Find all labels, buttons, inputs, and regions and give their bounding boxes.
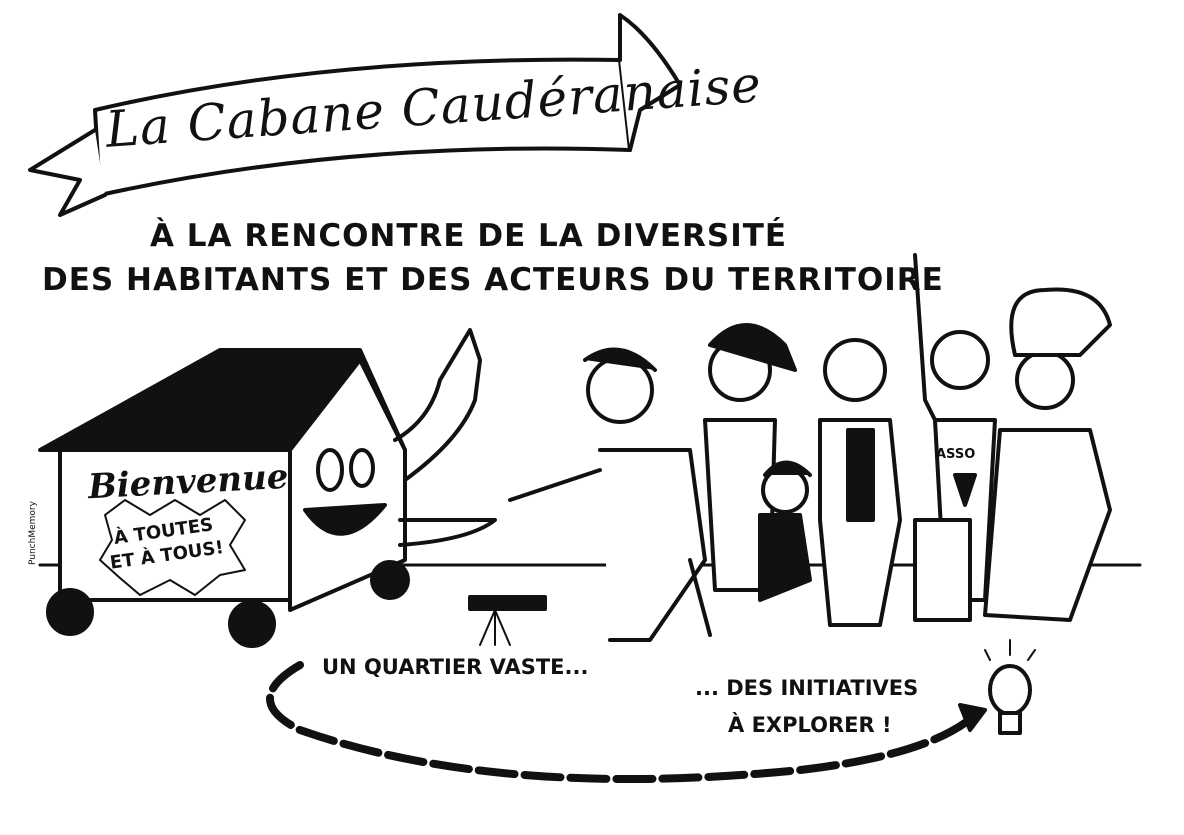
person-businessman <box>508 347 712 642</box>
headline-line-2: DES HABITANTS ET DES ACTEURS DU TERRITOI… <box>42 262 944 298</box>
person-waving <box>913 253 997 622</box>
headline-line-1: À LA RENCONTRE DE LA DIVERSITÉ <box>150 218 788 254</box>
arrowhead-icon <box>958 703 987 732</box>
right-caption-line-1: ... DES INITIATIVES <box>695 676 919 700</box>
right-caption-line-2: À EXPLORER ! <box>728 713 892 737</box>
dashed-arrow-path <box>266 661 979 783</box>
lightbulb-icon <box>984 639 1036 735</box>
person-child <box>758 460 812 602</box>
person-woman-grey <box>818 338 902 627</box>
left-caption: UN QUARTIER VASTE... <box>322 655 589 679</box>
cabin-house <box>38 328 497 648</box>
telescope <box>468 595 547 646</box>
tshirt-label: ASSO <box>936 447 976 462</box>
artist-signature: PunchMemory <box>28 501 38 565</box>
banner-tail-left <box>28 128 107 217</box>
banner-tail-right <box>618 13 682 152</box>
person-chef <box>983 287 1112 622</box>
